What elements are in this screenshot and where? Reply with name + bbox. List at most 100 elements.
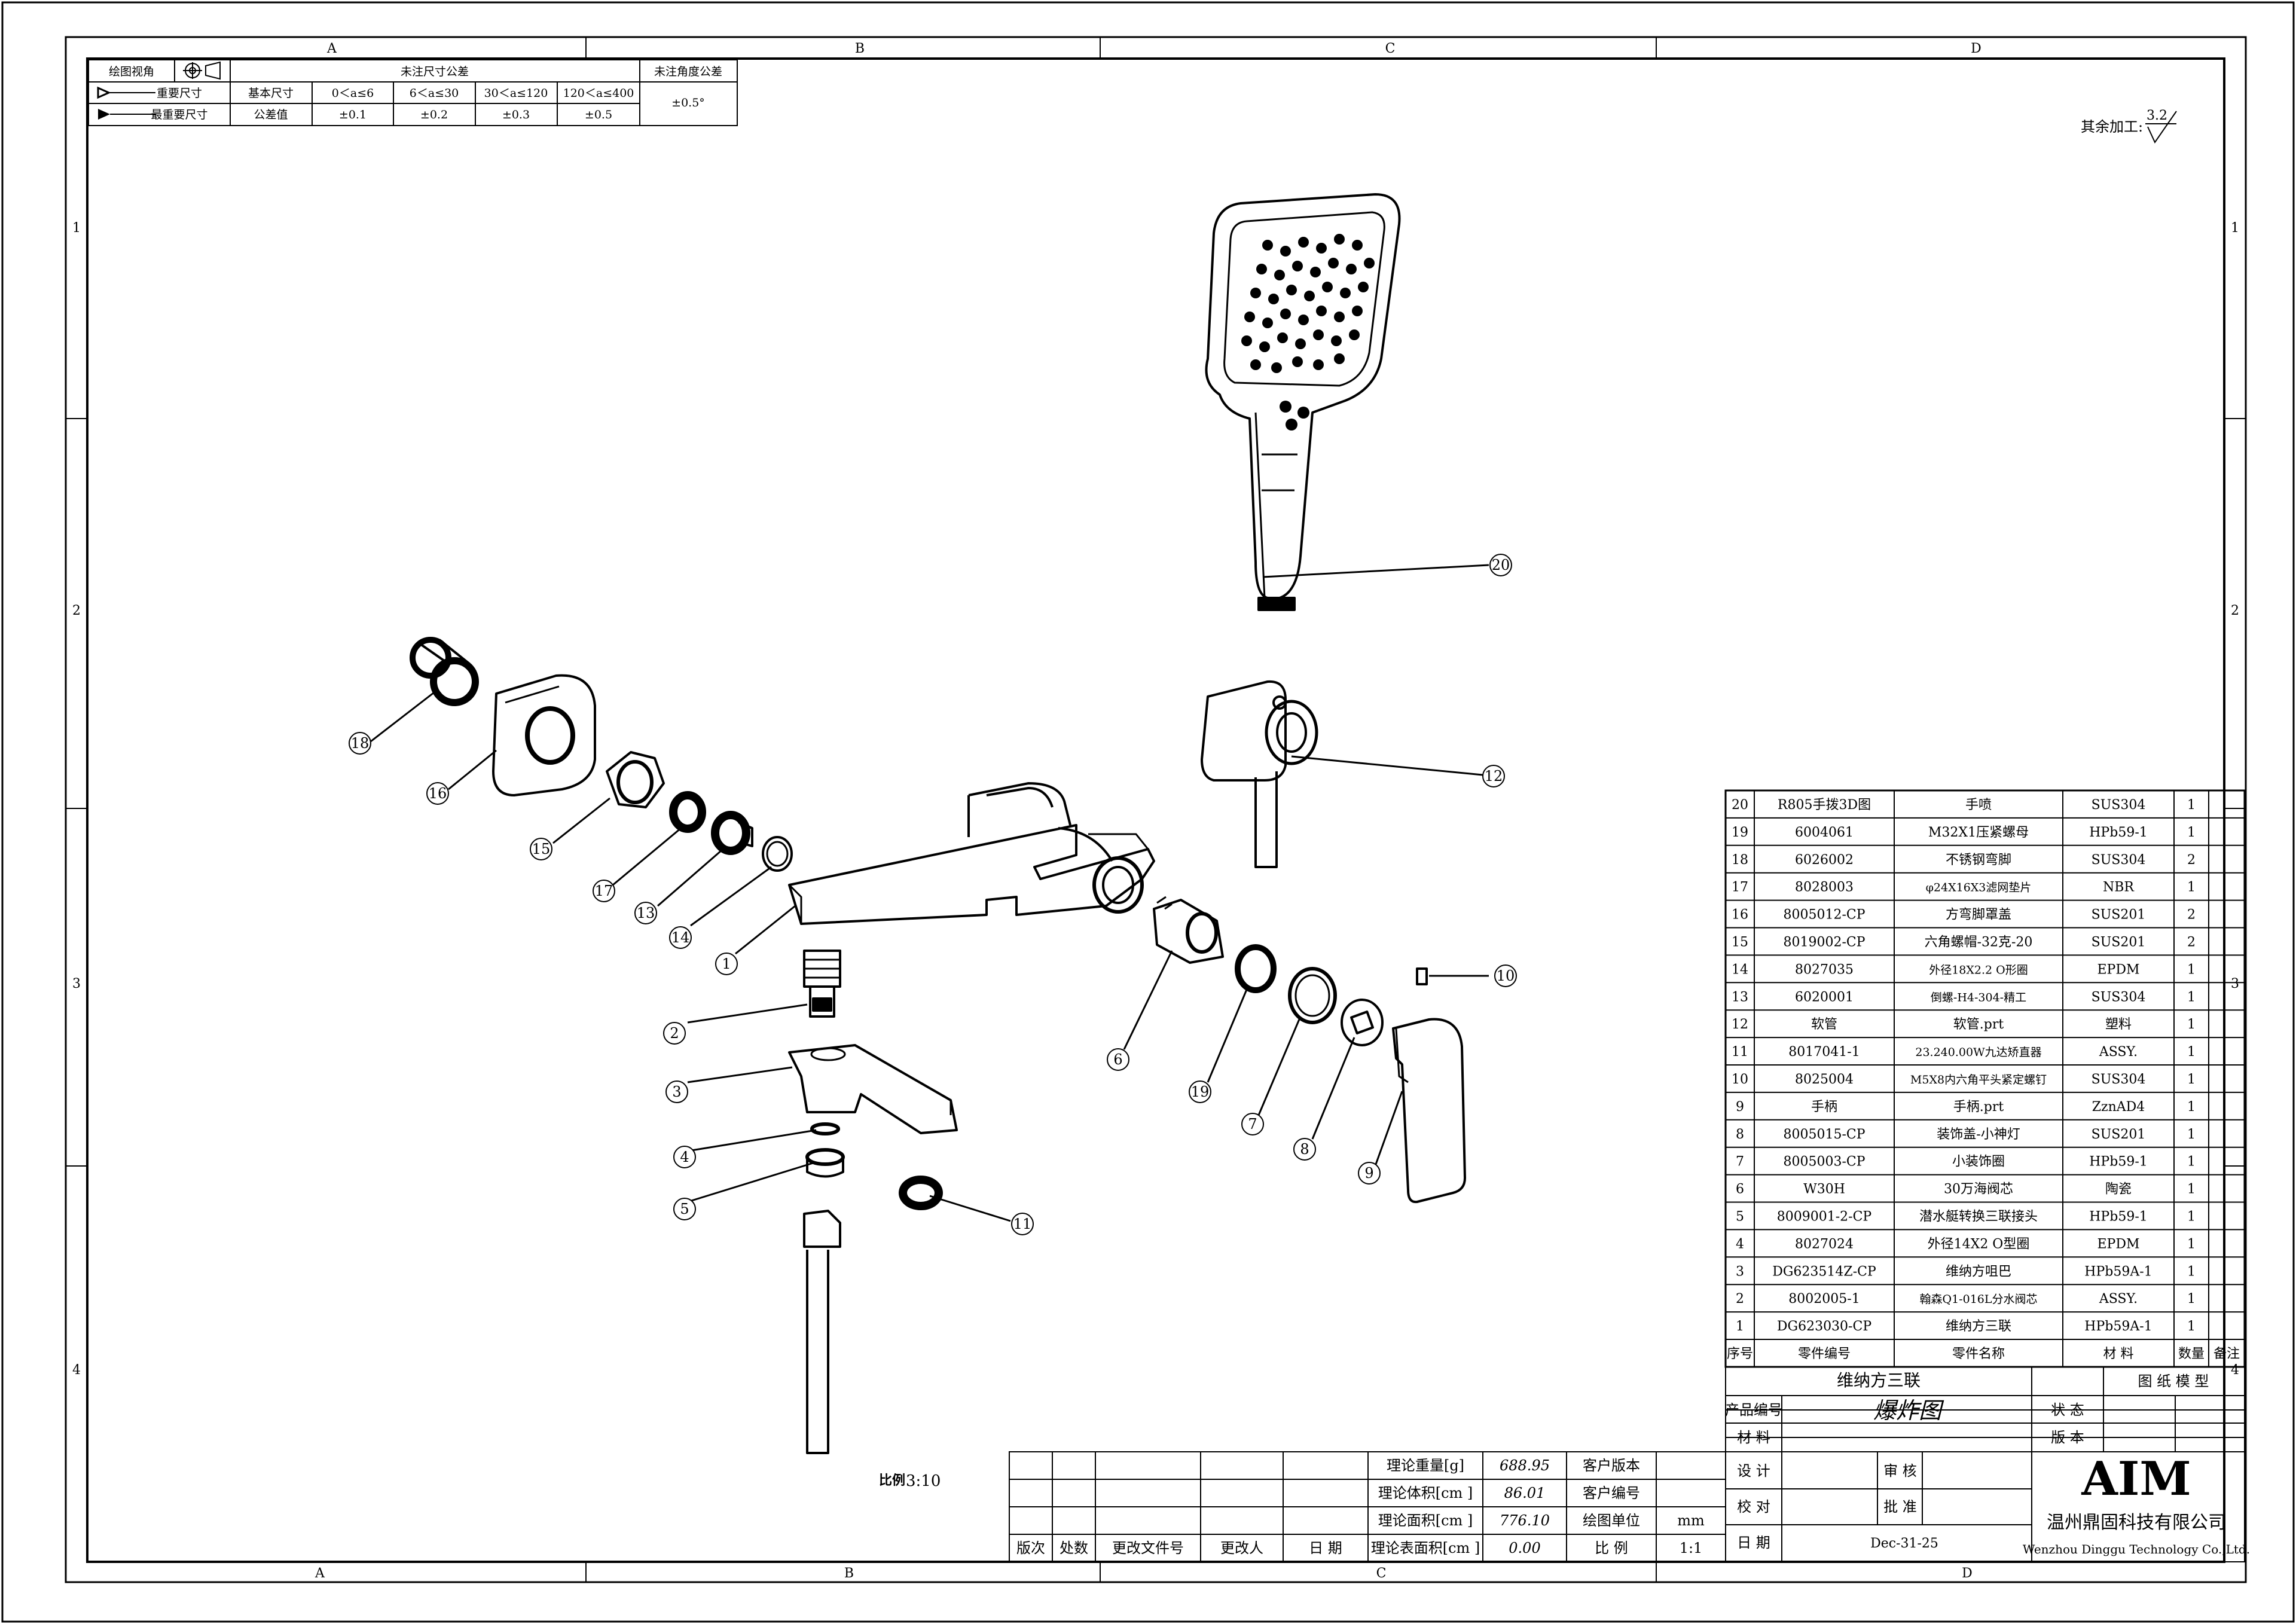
bom-cell: HPb59-1 bbox=[2089, 1209, 2148, 1224]
callout-11[interactable]: 11 bbox=[1011, 1213, 1034, 1235]
svg-text:3: 3 bbox=[672, 1083, 681, 1100]
properties-block: 理论重量[g] 688.95 客户版本 理论体积[cm ] 86.01 客户编号… bbox=[1009, 1451, 1726, 1562]
bom-cell: 9 bbox=[1736, 1100, 1744, 1115]
bom-cell: W30H bbox=[1803, 1182, 1845, 1197]
callout-17[interactable]: 17 bbox=[593, 880, 615, 902]
zone-bottom-d: D bbox=[1962, 1566, 1973, 1581]
bom-cell: 维纳方咀巴 bbox=[1946, 1264, 2011, 1279]
callout-8[interactable]: 8 bbox=[1293, 1138, 1316, 1161]
zone-right-2: 2 bbox=[2231, 603, 2239, 618]
callout-2[interactable]: 2 bbox=[663, 1022, 686, 1045]
callout-1[interactable]: 1 bbox=[715, 953, 738, 975]
callout-3[interactable]: 3 bbox=[665, 1080, 688, 1103]
bom-cell: 6004061 bbox=[1795, 825, 1854, 840]
unit-label: 绘图单位 bbox=[1583, 1512, 1640, 1529]
spout-part bbox=[788, 1044, 958, 1134]
diverter-part bbox=[803, 950, 841, 1018]
bom-cell: 8009001-2-CP bbox=[1777, 1209, 1872, 1224]
revision-header-count: 处数 bbox=[1060, 1540, 1088, 1556]
revision-header-date: 日 期 bbox=[1309, 1540, 1342, 1556]
decor-ring-part bbox=[1288, 967, 1337, 1024]
callout-14[interactable]: 14 bbox=[669, 926, 692, 949]
range-1: 0＜a≤6 bbox=[332, 87, 374, 100]
callout-16[interactable]: 16 bbox=[426, 782, 449, 805]
bom-cell: 翰森Q1-016L分水阀芯 bbox=[1920, 1293, 2038, 1306]
zone-bottom-b: B bbox=[844, 1566, 854, 1581]
svg-text:1: 1 bbox=[722, 956, 731, 972]
callout-9[interactable]: 9 bbox=[1358, 1162, 1381, 1185]
zone-left-2: 2 bbox=[72, 603, 81, 618]
callout-12[interactable]: 12 bbox=[1482, 765, 1505, 787]
bom-cell: 12 bbox=[1732, 1017, 1748, 1032]
projection-label: 绘图视角 bbox=[109, 65, 154, 78]
hand-shower-part bbox=[1205, 193, 1401, 611]
tol-value-2: ±0.2 bbox=[420, 108, 448, 121]
title-block: 维纳方三联 图 纸 模 型 产品编号 爆炸图 状 态 材 料 版 本 设 计 审… bbox=[1725, 1366, 2250, 1562]
callout-20[interactable]: 20 bbox=[1489, 554, 1512, 576]
callout-6[interactable]: 6 bbox=[1107, 1048, 1129, 1071]
most-important-marker-icon bbox=[98, 109, 155, 120]
callout-15[interactable]: 15 bbox=[530, 838, 552, 860]
svg-text:18: 18 bbox=[351, 735, 370, 752]
callout-5[interactable]: 5 bbox=[673, 1198, 696, 1220]
bom-cell: SUS304 bbox=[2092, 798, 2146, 813]
unit-value: mm bbox=[1677, 1512, 1705, 1529]
bom-cell: 8028003 bbox=[1795, 880, 1854, 895]
bom-cell: 1 bbox=[2187, 825, 2196, 840]
callout-19[interactable]: 19 bbox=[1189, 1080, 1211, 1103]
bom-cell: 2 bbox=[1736, 1292, 1744, 1306]
bom-cell: 8017041-1 bbox=[1788, 1045, 1860, 1060]
svg-text:14: 14 bbox=[671, 929, 690, 946]
bom-cell: HPb59A-1 bbox=[2084, 1264, 2152, 1279]
callout-4[interactable]: 4 bbox=[673, 1146, 696, 1168]
bom-cell: 20 bbox=[1732, 798, 1748, 813]
svg-text:19: 19 bbox=[1191, 1083, 1210, 1100]
bom-cell: 6026002 bbox=[1795, 853, 1854, 868]
surface-label: 理论表面积[cm ] bbox=[1371, 1540, 1480, 1556]
important-dim-label: 重要尺寸 bbox=[157, 87, 202, 100]
bom-cell: 17 bbox=[1732, 880, 1748, 895]
tol-value-1: ±0.1 bbox=[339, 108, 367, 121]
callout-7[interactable]: 7 bbox=[1241, 1113, 1264, 1135]
weight-value: 688.95 bbox=[1500, 1457, 1550, 1474]
svg-text:11: 11 bbox=[1013, 1216, 1032, 1232]
zone-dividers bbox=[66, 37, 2246, 1582]
projection-symbol-icon bbox=[183, 61, 221, 80]
bom-cell: 23.240.00W九达矫直器 bbox=[1915, 1046, 2041, 1059]
tol-value-4: ±0.5 bbox=[585, 108, 612, 121]
reverse-thread-part bbox=[711, 811, 753, 855]
bom-cell: 13 bbox=[1732, 990, 1748, 1005]
outer-frame bbox=[65, 36, 2247, 1583]
bom-cell: 外径18X2.2 O形圈 bbox=[1929, 963, 2028, 976]
angle-tolerance-label: 未注角度公差 bbox=[654, 65, 722, 78]
weight-label: 理论重量[g] bbox=[1387, 1457, 1464, 1474]
design-label: 设 计 bbox=[1737, 1463, 1770, 1479]
zone-left-3: 3 bbox=[72, 976, 81, 991]
bom-header-cell: 序号 bbox=[1727, 1347, 1753, 1362]
svg-text:16: 16 bbox=[429, 785, 447, 802]
bom-cell: 1 bbox=[2187, 1319, 2196, 1334]
svg-text:4: 4 bbox=[680, 1149, 689, 1165]
bom-cell: 六角螺帽-32克-20 bbox=[1925, 935, 2033, 950]
zone-bottom-c: C bbox=[1376, 1566, 1387, 1581]
range-4: 120＜a≤400 bbox=[563, 87, 634, 100]
callout-10[interactable]: 10 bbox=[1494, 964, 1517, 987]
most-important-dim-label: 最重要尺寸 bbox=[151, 108, 207, 121]
bom-cell: 19 bbox=[1732, 825, 1748, 840]
product-name: 维纳方三联 bbox=[1837, 1370, 1921, 1390]
bom-cell: 8027024 bbox=[1795, 1237, 1854, 1251]
callout-18[interactable]: 18 bbox=[349, 732, 371, 755]
bom-cell: 14 bbox=[1732, 962, 1748, 977]
area-label: 理论面积[cm ] bbox=[1378, 1512, 1473, 1529]
callout-13[interactable]: 13 bbox=[634, 902, 657, 924]
bom-cell: 手柄.prt bbox=[1953, 1100, 2004, 1115]
inner-frame bbox=[86, 57, 2225, 1563]
company-logo: AIM bbox=[2081, 1452, 2191, 1506]
bom-cell: ZznAD4 bbox=[2092, 1100, 2145, 1115]
shower-nozzles bbox=[1241, 234, 1375, 373]
svg-text:10: 10 bbox=[1497, 967, 1515, 984]
bom-cell: 1 bbox=[2187, 1100, 2196, 1115]
surface-finish-label: 其余加工: bbox=[2081, 118, 2143, 135]
svg-text:20: 20 bbox=[1492, 557, 1510, 573]
